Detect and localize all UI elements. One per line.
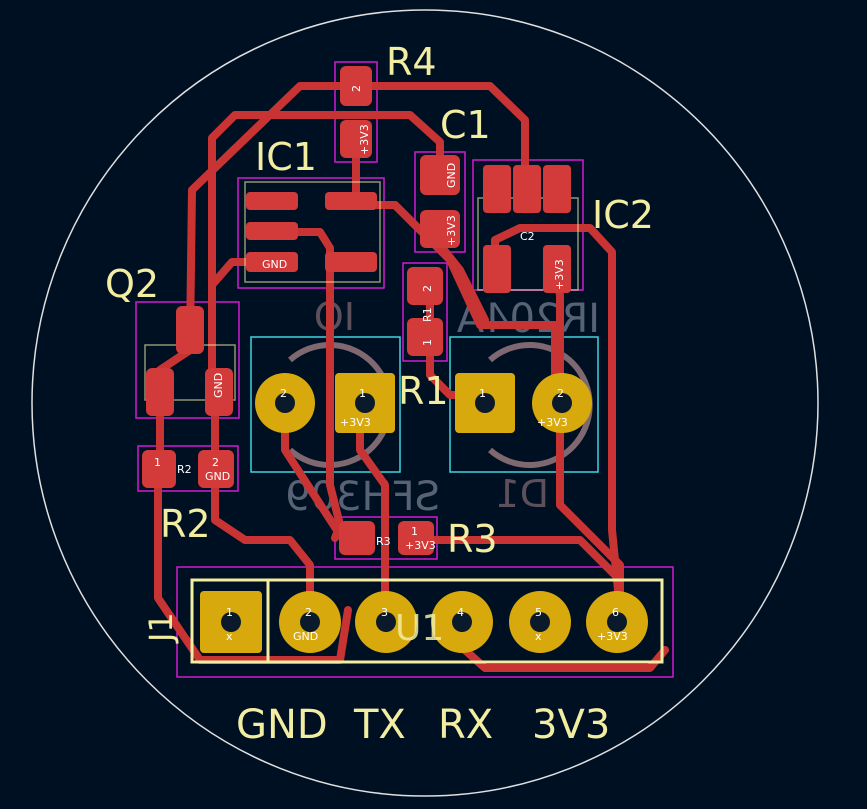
io-back-label: IO: [314, 295, 355, 339]
r3-pad1-net: +3V3: [405, 539, 436, 552]
sfh309-pads: 2 1 +3V3: [255, 373, 395, 433]
r4-pad2-num: 2: [350, 85, 363, 92]
r2-pad-label: R2: [177, 463, 192, 476]
j1-pin4-num: 4: [457, 606, 464, 619]
r3-ref: R3: [447, 517, 498, 561]
r1-pad1-num: 1: [421, 339, 434, 346]
j1-pin5-net: x: [535, 630, 542, 643]
r4-footprint: 2 +3V3: [340, 66, 372, 158]
r1-courtyard: [402, 262, 448, 362]
ir204a-pad2-num: 2: [557, 387, 564, 400]
board-outline: [31, 9, 819, 797]
ic1-gnd-pad: GND: [262, 258, 287, 271]
ic1-courtyard: [237, 177, 385, 289]
ic2-ref: IC2: [592, 193, 654, 237]
r3-footprint: R3 1 +3V3: [339, 521, 436, 555]
ir204a-pads: 1 2 +3V3: [455, 373, 592, 433]
r3-pad1-num: 1: [411, 525, 418, 538]
label-3v3: 3V3: [532, 702, 610, 748]
q2-ref: Q2: [105, 262, 159, 306]
c1-pad1-net: +3V3: [445, 215, 458, 246]
c1-footprint: GND +3V3: [420, 155, 460, 248]
ir204a-fab: [449, 336, 599, 473]
ir204a-pad2-net: +3V3: [537, 416, 568, 429]
ic2-footprint: C2 +3V3: [477, 165, 579, 293]
ic1-footprint: GND: [244, 181, 381, 283]
c1-ref: C1: [440, 103, 491, 147]
ic2-pad5-net: +3V3: [553, 259, 566, 290]
j1-pin6-net: +3V3: [597, 630, 628, 643]
r2-ref: R2: [160, 502, 211, 546]
ic1-ref: IC1: [255, 135, 317, 179]
sfh309-fab: [250, 336, 401, 473]
r1-ref: R1: [398, 369, 449, 413]
r2-pad2-num: 2: [212, 456, 219, 469]
j1-pin3-num: 3: [381, 606, 388, 619]
r3-pad-label: R3: [376, 535, 391, 548]
r2-pad1-num: 1: [154, 456, 161, 469]
j1-pin2-net: GND: [293, 630, 318, 643]
d1-back-label: D1: [496, 472, 549, 516]
j1-pin1-num: 1: [226, 606, 233, 619]
r1-pad-label: R1: [421, 307, 434, 322]
j1-pin2-num: 2: [305, 606, 312, 619]
j1-ref: J1: [142, 612, 180, 644]
u1-ref: U1: [395, 608, 444, 649]
r2-courtyard: [137, 445, 239, 492]
ic2-c2-label: C2: [520, 230, 535, 243]
label-gnd: GND: [236, 702, 328, 748]
j1-pin5-num: 5: [535, 606, 542, 619]
j1-pin1-net: x: [226, 630, 233, 643]
r4-ref: R4: [386, 40, 437, 84]
r1-footprint: 2 R1 1: [407, 267, 443, 356]
r2-pad2-net: GND: [205, 470, 230, 483]
sfh309-pad1-num: 1: [359, 387, 366, 400]
ir204a-pad1-num: 1: [479, 387, 486, 400]
r4-pad1-net: +3V3: [358, 124, 371, 155]
q2-gnd-pad: GND: [212, 373, 225, 398]
c1-pad2-net: GND: [445, 163, 458, 188]
j1-header: 1 x 2 GND 3 4 5 x 6 +3V3: [190, 578, 664, 664]
sfh309-pad1-net: +3V3: [340, 416, 371, 429]
r2-footprint: 1 R2 2 GND: [142, 450, 234, 488]
sfh309-pad2-num: 2: [280, 387, 287, 400]
j1-pin6-num: 6: [612, 606, 619, 619]
r1-pad2-num: 2: [421, 285, 434, 292]
q2-footprint: GND: [144, 306, 236, 416]
label-tx: TX: [353, 702, 406, 748]
label-rx: RX: [438, 702, 493, 748]
